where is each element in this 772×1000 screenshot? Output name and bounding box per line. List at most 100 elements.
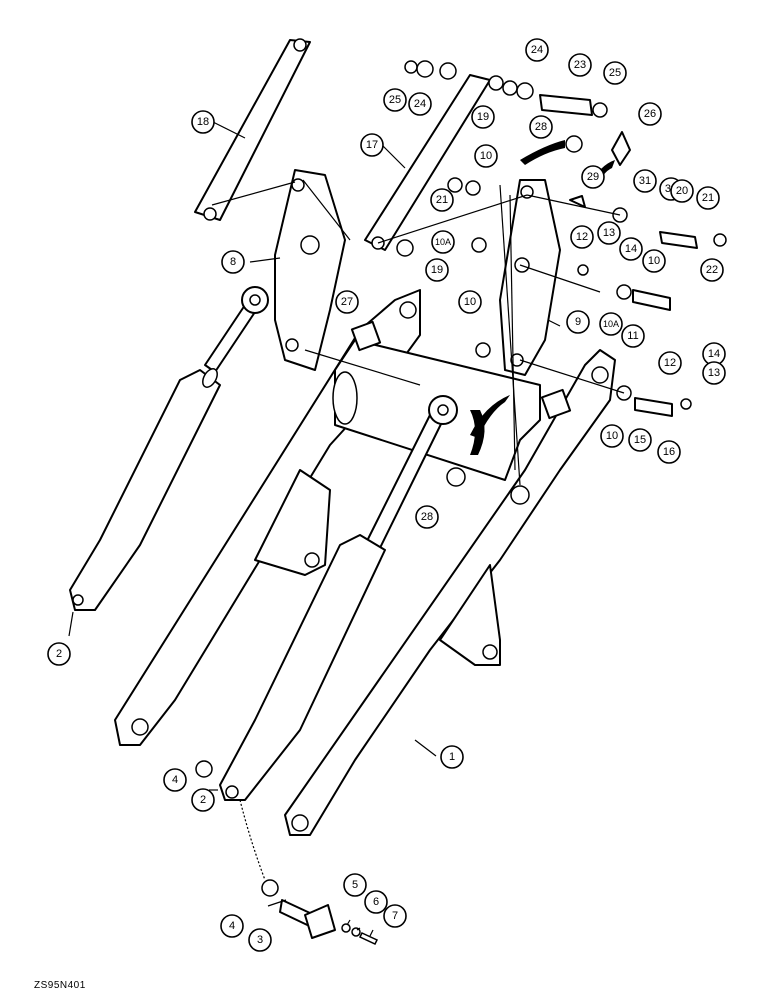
callout-21b: 21 [696, 186, 720, 210]
svg-text:19: 19 [477, 111, 489, 123]
washer-28-bottom [446, 467, 466, 487]
callout-6: 6 [364, 890, 388, 914]
right-arm [284, 349, 616, 836]
callout-15: 15 [628, 428, 652, 452]
callout-18: 18 [191, 110, 215, 134]
callout-19b: 19 [425, 258, 449, 282]
left-cylinder-rod [204, 304, 256, 373]
callout-29: 29 [581, 165, 605, 189]
plate-8-bottom-hole [285, 338, 299, 352]
svg-text:25: 25 [609, 67, 621, 79]
svg-text:10: 10 [606, 430, 618, 442]
svg-text:29: 29 [587, 171, 599, 183]
svg-text:4: 4 [229, 920, 235, 932]
callout-12: 12 [570, 225, 594, 249]
plate-8-top-hole [291, 178, 305, 192]
left-cylinder-base-hole [72, 594, 84, 606]
callout-23: 23 [568, 53, 592, 77]
callout-2b: 2 [191, 788, 215, 812]
left-rod-eye-hole [249, 294, 261, 306]
svg-text:13: 13 [708, 367, 720, 379]
svg-text:2: 2 [56, 648, 62, 660]
svg-text:25: 25 [389, 94, 401, 106]
plate-9-mid-hole [514, 257, 530, 273]
svg-text:27: 27 [341, 296, 353, 308]
right-rod-eye-hole [437, 404, 449, 416]
plate-8 [274, 169, 346, 371]
callout-10: 10 [474, 144, 498, 168]
left-barrel-end [202, 368, 218, 388]
callout-11: 11 [621, 324, 645, 348]
svg-text:31: 31 [639, 175, 651, 187]
pin-11 [632, 289, 671, 311]
svg-text:5: 5 [352, 879, 358, 891]
callouts: 18 25 24 24 19 23 25 26 28 17 10 21 29 3… [47, 38, 726, 952]
svg-text:8: 8 [230, 256, 236, 268]
callout-14: 14 [619, 237, 643, 261]
callout-28: 28 [529, 115, 553, 139]
callout-7: 7 [383, 904, 407, 928]
callout-26: 26 [638, 102, 662, 126]
callout-4b: 4 [220, 914, 244, 938]
svg-text:1: 1 [449, 751, 455, 763]
callout-13: 13 [597, 221, 621, 245]
callout-3: 3 [248, 928, 272, 952]
leader-lines [68, 121, 625, 937]
left-arm-pivot [131, 718, 149, 736]
callout-10A-b: 10A [599, 312, 623, 336]
right-cylinder-base-hole [225, 785, 239, 799]
callout-8: 8 [221, 250, 245, 274]
tab-right [540, 388, 572, 420]
svg-text:24: 24 [414, 98, 426, 110]
svg-text:15: 15 [634, 434, 646, 446]
pin-20 [659, 231, 698, 249]
svg-text:3: 3 [257, 934, 263, 946]
callout-5: 5 [343, 873, 367, 897]
retainer-3 [304, 904, 336, 939]
plate-9 [499, 179, 561, 376]
callout-2: 2 [47, 642, 71, 666]
callout-1: 1 [440, 745, 464, 769]
bolt-7 [358, 932, 379, 945]
plate-9-top-hole [520, 185, 534, 199]
callout-27: 27 [335, 290, 359, 314]
callout-21: 21 [430, 188, 454, 212]
svg-text:10: 10 [648, 255, 660, 267]
callout-20: 20 [670, 179, 694, 203]
callout-19: 19 [471, 105, 495, 129]
svg-text:10: 10 [464, 296, 476, 308]
svg-text:20: 20 [676, 185, 688, 197]
svg-text:7: 7 [392, 910, 398, 922]
left-cylinder [69, 286, 269, 611]
svg-text:21: 21 [702, 192, 714, 204]
svg-text:19: 19 [431, 264, 443, 276]
right-arm-mid-hole [510, 485, 530, 505]
tab-left [350, 320, 382, 352]
callout-22: 22 [700, 258, 724, 282]
callout-10d: 10 [600, 424, 624, 448]
pin-15 [634, 397, 673, 417]
link-18-top-hole [293, 38, 307, 52]
callout-10A: 10A [431, 230, 455, 254]
svg-text:6: 6 [373, 896, 379, 908]
svg-text:14: 14 [625, 243, 637, 255]
svg-text:9: 9 [575, 316, 581, 328]
callout-9: 9 [566, 310, 590, 334]
svg-text:18: 18 [197, 116, 209, 128]
block-26 [611, 131, 631, 166]
plate-8-mid-hole [300, 235, 320, 255]
left-arm-top-hole [399, 301, 417, 319]
right-gusset [439, 564, 501, 666]
top-hardware [396, 60, 727, 487]
wedge-29 [569, 195, 586, 208]
callout-10c: 10 [458, 290, 482, 314]
svg-text:16: 16 [663, 446, 675, 458]
left-cylinder-barrel [69, 369, 221, 611]
svg-text:10A: 10A [435, 237, 451, 247]
svg-text:21: 21 [436, 194, 448, 206]
right-arm-pivot [291, 814, 309, 832]
svg-text:22: 22 [706, 264, 718, 276]
callout-13b: 13 [702, 361, 726, 385]
callout-4: 4 [163, 768, 187, 792]
svg-text:10: 10 [480, 150, 492, 162]
